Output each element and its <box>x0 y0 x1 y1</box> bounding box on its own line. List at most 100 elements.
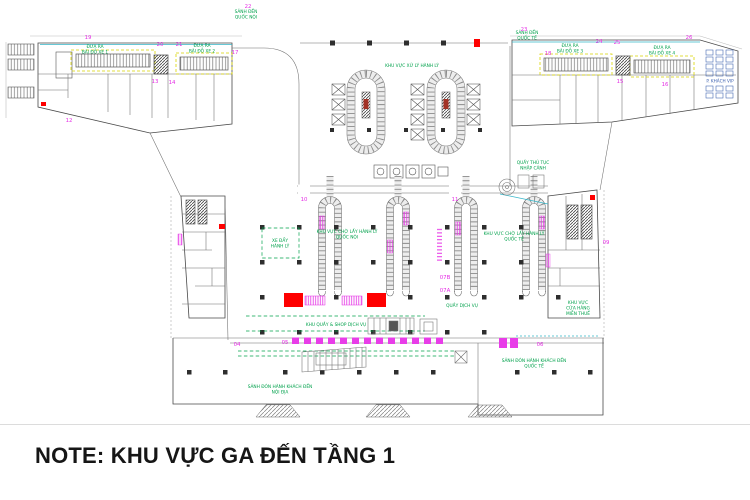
number-18: 18 <box>545 51 552 57</box>
number-26: 26 <box>686 35 693 41</box>
baggage-claim-belt-2 <box>386 196 410 297</box>
label-claim-intl-line2: QUỐC TẾ <box>504 235 524 243</box>
label-hall-domestic-line1: SẢNH ĐÓN HÀNH KHÁCH ĐẾN <box>248 382 313 390</box>
immigration-booth <box>532 174 545 189</box>
vip-lounge-seats <box>705 49 734 99</box>
label-right-hall-line2: QUỐC TẾ <box>517 33 537 41</box>
number-13: 13 <box>152 79 159 85</box>
exit-doors-magenta <box>292 337 518 348</box>
number-16: 16 <box>662 82 669 88</box>
number-11: 11 <box>452 197 459 203</box>
label-claim-domestic-line1: KHU VỰC CHỜ LẤY HÀNH LÝ <box>317 227 378 235</box>
number-06: 06 <box>537 342 544 348</box>
column-grid <box>187 225 593 375</box>
label-exit-lot3-line1: ĐƯA RA <box>561 43 578 49</box>
number-17: 17 <box>232 50 239 56</box>
number-07B: 07B <box>440 275 451 281</box>
number-23: 23 <box>521 27 528 33</box>
page-divider <box>0 424 750 425</box>
door-10-gap <box>298 184 310 195</box>
number-15: 15 <box>617 79 624 85</box>
label-left-hall-line2: QUỐC NỘI <box>235 12 257 20</box>
label-trolley-line2: HÀNH LÝ <box>271 242 290 249</box>
claim-belts <box>318 176 546 297</box>
label-exit-lot4-line1: ĐƯA RA <box>653 45 670 51</box>
elevator-shaft <box>615 55 631 76</box>
label-claim-domestic-line2: QUỐC NỘI <box>336 233 358 241</box>
elevator-shaft <box>153 54 169 75</box>
number-04: 04 <box>234 342 241 348</box>
baggage-carousel-oval-1 <box>346 69 386 155</box>
number-07A: 07A <box>440 288 451 294</box>
label-claim-intl-line1: KHU VỰC CHỜ LẤY HÀNH LÝ <box>484 229 545 237</box>
magenta-dashed-strip <box>437 228 442 262</box>
entrance-ramp <box>467 404 513 418</box>
label-service-counter: QUẦY DỊCH VỤ <box>446 301 478 309</box>
label-baggage-handling-area: KHU VỰC XỬ LÝ HÀNH LÝ <box>385 61 439 69</box>
number-10: 10 <box>301 197 308 203</box>
arrival-halls: SẢNH ĐÓN HÀNH KHÁCH ĐẾN NỘI ĐỊA SẢNH ĐÓN… <box>172 335 604 418</box>
label-hall-intl-line1: SẢNH ĐÓN HÀNH KHÁCH ĐẾN <box>502 356 567 364</box>
label-hall-domestic-line2: NỘI ĐỊA <box>272 389 289 396</box>
number-20: 20 <box>157 42 164 48</box>
label-hall-intl-line2: QUỐC TẾ <box>524 362 544 370</box>
red-marker <box>474 39 480 47</box>
center-concourse: KHU VỰC XỬ LÝ HÀNH LÝ <box>232 39 511 186</box>
number-24: 24 <box>596 39 603 45</box>
entrance-ramp <box>365 404 411 418</box>
corner-hall-labels: SẢNH ĐẾN QUỐC NỘI SẢNH ĐẾN QUỐC TẾ . <box>235 7 539 41</box>
kiosk-red-1 <box>284 293 303 307</box>
label-right-hall-line1: SẢNH ĐẾN <box>516 28 539 36</box>
label-trolley-line1: XE ĐẨY <box>272 236 288 244</box>
number-12: 12 <box>66 118 73 124</box>
label-immigration-line2: NHẬP CẢNH <box>520 163 546 171</box>
label-exit-lot1-line2: BÃI ĐỖ XE 1 <box>82 47 109 55</box>
baggage-claim-belt-4 <box>522 196 546 297</box>
entrance-ramp <box>255 404 301 418</box>
magenta-door-marker <box>177 233 183 246</box>
arrival-baggage-conveyor-4 <box>633 59 691 74</box>
label-exit-lot2-line1: ĐƯA RA <box>193 43 210 49</box>
outer-canopy-lines <box>5 35 743 338</box>
baggage-carousel-oval-2 <box>426 69 466 155</box>
number-05: 05 <box>282 340 289 346</box>
claim-hall-wall <box>297 184 548 195</box>
label-dutyfree-line3: MIỄN THUẾ <box>566 309 590 317</box>
number-25: 25 <box>614 40 621 46</box>
number-21: 21 <box>176 42 183 48</box>
right-wing: ĐƯA RA BÃI ĐỖ XE 3 ĐƯA RA BÃI ĐỖ XE 4 P.… <box>511 39 739 127</box>
magenta-door-marker <box>545 253 551 268</box>
label-vip-room: P. KHÁCH VIP <box>706 79 734 84</box>
kiosk-x-box <box>454 350 468 364</box>
trolley-zone <box>261 227 300 259</box>
door-11-gap <box>449 184 461 195</box>
label-exit-lot2-line2: BÃI ĐỖ XE 2 <box>189 46 216 54</box>
number-09: 09 <box>603 240 610 246</box>
screening-machines <box>373 164 449 179</box>
claim-hall-area: XE ĐẨY HÀNH LÝ KHU VỰC CHỜ LẤY HÀNH LÝ Q… <box>246 227 545 335</box>
mid-left-room-block <box>149 132 229 341</box>
red-marker <box>590 195 595 200</box>
number-19: 19 <box>85 35 92 41</box>
arrival-baggage-conveyor-2 <box>179 56 229 71</box>
label-exit-lot4-line2: BÃI ĐỖ XE 4 <box>649 48 676 56</box>
label-exit-lot3-line2: BÃI ĐỖ XE 3 <box>557 46 584 54</box>
position-numbers: 19 20 21 22 17 13 14 12 23 24 25 26 18 1… <box>66 4 693 348</box>
arrival-facade-wall <box>230 337 604 348</box>
plan-note: NOTE: KHU VỰC GA ĐẾN TẦNG 1 <box>35 443 396 468</box>
seat-bank <box>304 295 326 306</box>
floor-plan-drawing: ĐƯA RA BÃI ĐỖ XE 1 ĐƯA RA BÃI ĐỖ XE 2 ĐƯ… <box>5 4 743 418</box>
red-marker <box>41 102 46 106</box>
label-left-hall-line1: SẢNH ĐẾN <box>235 7 258 15</box>
number-22: 22 <box>245 4 252 10</box>
arrival-baggage-conveyor-1 <box>75 53 151 68</box>
baggage-claim-belt-1 <box>318 196 342 297</box>
arrival-baggage-conveyor-3 <box>543 57 609 72</box>
red-marker <box>219 224 225 229</box>
immigration-booth <box>517 174 530 189</box>
kiosk-red-2 <box>367 293 386 307</box>
baggage-carts <box>331 83 481 141</box>
label-dutyfree-line2: CỬA HÀNG <box>566 303 590 311</box>
number-14: 14 <box>169 80 176 86</box>
